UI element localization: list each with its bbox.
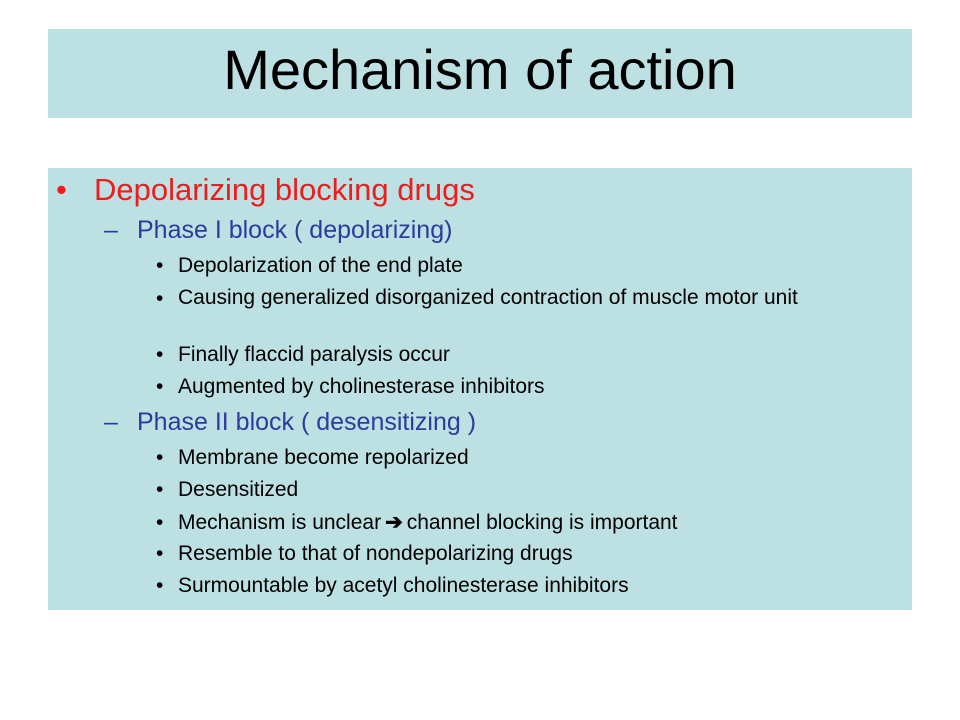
phase1-item: • Causing generalized disorganized contra… — [156, 287, 868, 311]
phase2-item: • Mechanism is unclear➔channel blocking i… — [156, 510, 678, 535]
bullet-marker: • — [156, 574, 164, 597]
bullet-marker: • — [156, 511, 164, 534]
item-text: Mechanism is unclear — [178, 511, 382, 534]
heading-bullet: • Depolarizing blocking drugs — [56, 172, 475, 208]
bullet-marker: • — [156, 287, 164, 310]
phase1-item: • Depolarization of the end plate — [156, 254, 463, 278]
phase2-item: • Desensitized — [156, 478, 298, 502]
item-text: Depolarization of the end plate — [178, 254, 463, 277]
item-text: channel blocking is important — [406, 511, 678, 534]
item-text: Causing generalized disorganized contrac… — [178, 286, 798, 309]
right-arrow-icon: ➔ — [385, 511, 403, 534]
item-text: Membrane become repolarized — [178, 446, 469, 469]
title-box: Mechanism of action — [48, 29, 912, 118]
phase1-item: • Finally flaccid paralysis occur — [156, 343, 450, 367]
phase1-bullet: –Phase I block ( depolarizing) — [104, 216, 452, 245]
item-text: Finally flaccid paralysis occur — [178, 343, 450, 366]
bullet-marker: • — [156, 254, 164, 277]
item-text: Augmented by cholinesterase inhibitors — [178, 375, 545, 398]
heading-text: Depolarizing blocking drugs — [94, 172, 475, 207]
dash-marker: – — [104, 216, 118, 244]
phase2-item: • Resemble to that of nondepolarizing dru… — [156, 542, 573, 566]
item-text: Surmountable by acetyl cholinesterase in… — [178, 574, 629, 597]
phase1-item: • Augmented by cholinesterase inhibitors — [156, 375, 545, 399]
phase2-item: • Surmountable by acetyl cholinesterase i… — [156, 574, 629, 598]
bullet-marker: • — [156, 478, 164, 501]
bullet-marker: • — [156, 375, 164, 398]
bullet-marker: • — [156, 446, 164, 469]
item-text: Desensitized — [178, 478, 299, 501]
phase2-item: • Membrane become repolarized — [156, 446, 469, 470]
phase1-label: Phase I block ( depolarizing) — [137, 216, 453, 244]
phase2-bullet: –Phase II block ( desensitizing ) — [104, 408, 476, 437]
dash-marker: – — [104, 408, 118, 436]
phase2-label: Phase II block ( desensitizing ) — [137, 408, 477, 436]
bullet-marker: • — [156, 542, 164, 565]
bullet-marker: • — [56, 172, 67, 207]
bullet-marker: • — [156, 343, 164, 366]
content-box: •Depolarizing blocking drugs –Phase I bl… — [48, 168, 912, 610]
item-text: Resemble to that of nondepolarizing drug… — [178, 542, 573, 565]
slide-title: Mechanism of action — [223, 37, 737, 101]
